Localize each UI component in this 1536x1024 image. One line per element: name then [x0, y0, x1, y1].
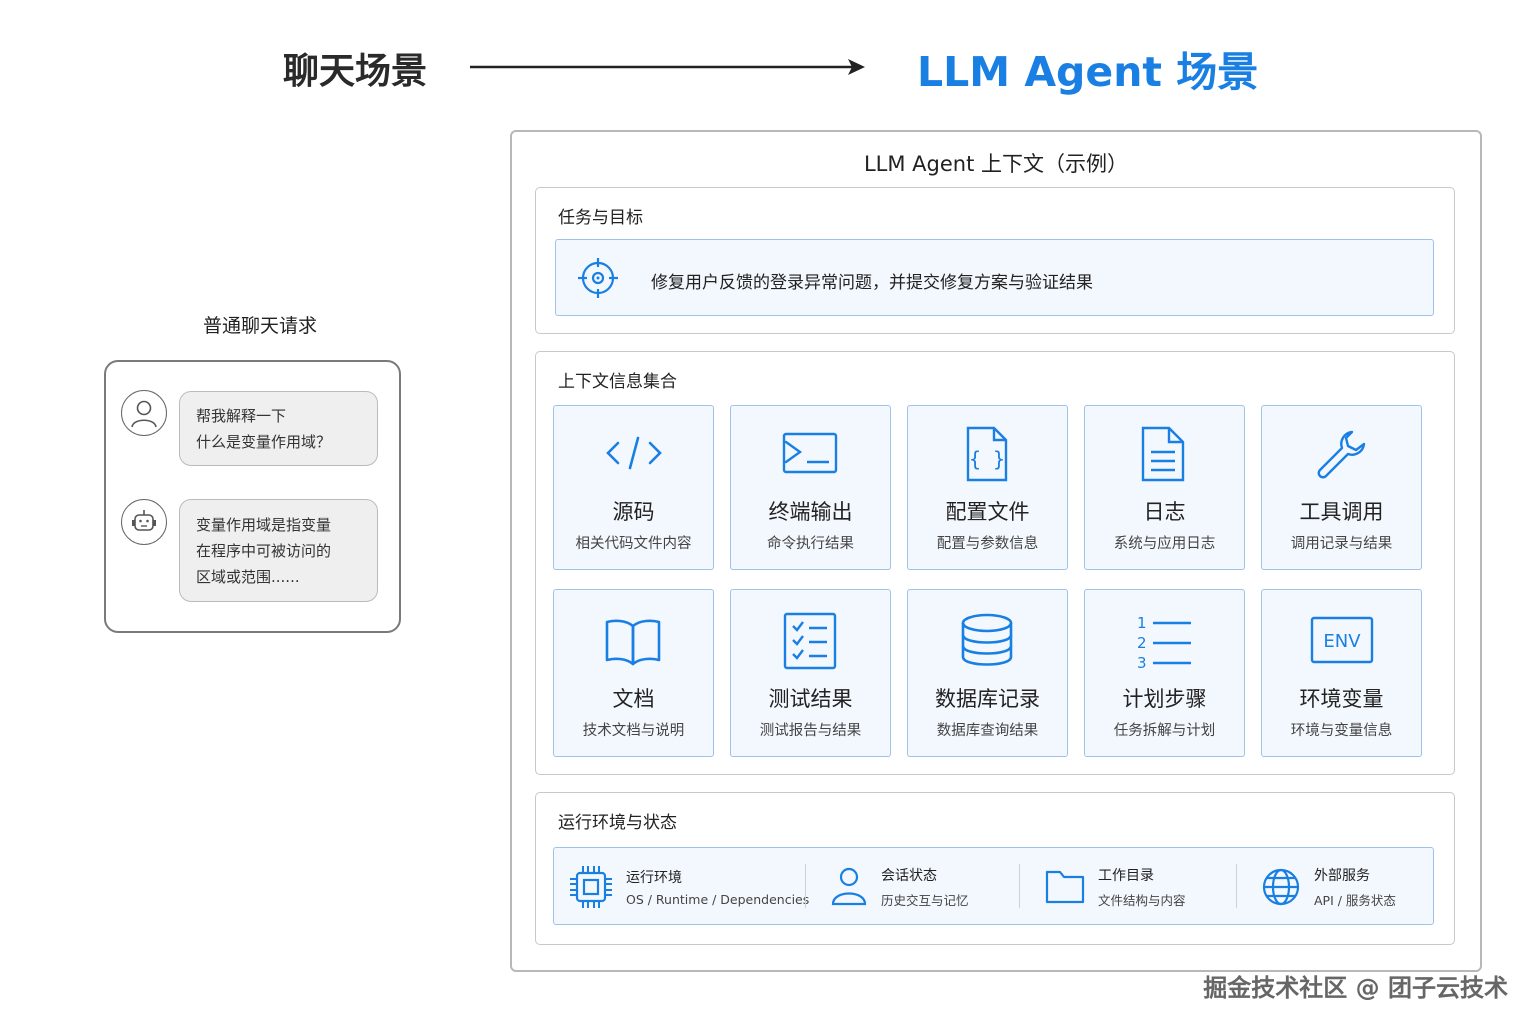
database-icon: [961, 613, 1012, 666]
context-card: 工具调用 调用记录与结果: [1261, 405, 1422, 570]
runtime-item-title: 工作目录: [1098, 867, 1154, 884]
runtime-item-subtitle: API / 服务状态: [1314, 892, 1396, 908]
message-line: 什么是变量作用域？: [196, 433, 332, 451]
checklist-icon: [783, 612, 836, 670]
context-card: 源码 相关代码文件内容: [553, 405, 714, 570]
svg-text:ENV: ENV: [1323, 631, 1361, 652]
log-file-icon: [1141, 426, 1184, 482]
context-section-title: 上下文信息集合: [558, 372, 677, 392]
globe-icon: [1262, 868, 1300, 905]
cpu-icon: [570, 865, 612, 908]
context-card-title: 日志: [1143, 500, 1186, 524]
env-icon: ENV: [1310, 616, 1373, 664]
context-card-title: 测试结果: [768, 687, 853, 711]
chat-scenario-title: 聊天场景: [282, 51, 427, 92]
task-section: 任务与目标 修复用户反馈的登录异常问题，并提交修复方案与验证结果: [535, 187, 1455, 334]
runtime-item-subtitle: 文件结构与内容: [1098, 892, 1186, 908]
runtime-item-title: 外部服务: [1314, 867, 1370, 884]
context-card: 文档 技术文档与说明: [553, 589, 714, 757]
runtime-item-services: 外部服务 API / 服务状态: [1260, 848, 1396, 925]
context-card: { } 配置文件 配置与参数信息: [907, 405, 1068, 570]
context-card-subtitle: 测试报告与结果: [759, 723, 862, 739]
message-line: 帮我解释一下: [196, 407, 287, 425]
context-card-subtitle: 调用记录与结果: [1290, 536, 1393, 552]
runtime-item-subtitle: 历史交互与记忆: [881, 892, 969, 908]
task-section-title: 任务与目标: [558, 208, 643, 228]
watermark: 掘金技术社区 @ 团子云技术: [1203, 974, 1508, 1002]
context-card-subtitle: 命令执行结果: [767, 536, 854, 552]
runtime-item-title: 运行环境: [626, 869, 682, 886]
agent-context-panel: [510, 130, 1482, 972]
robot-icon: [121, 499, 167, 545]
folder-icon: [1045, 870, 1085, 903]
numbered-list-icon: 1 2 3: [1137, 614, 1191, 670]
target-icon: [578, 258, 618, 298]
context-card-subtitle: 技术文档与说明: [582, 723, 685, 739]
context-card-title: 源码: [612, 500, 655, 524]
divider: [1236, 864, 1237, 908]
context-card-title: 终端输出: [768, 500, 853, 524]
svg-text:1: 1: [1137, 614, 1147, 632]
context-card-subtitle: 环境与变量信息: [1290, 723, 1393, 739]
message-line: 区域或范围......: [196, 568, 300, 586]
runtime-item-environment: 运行环境 OS / Runtime / Dependencies: [568, 848, 809, 925]
user-icon: [831, 867, 867, 905]
context-card: 日志 系统与应用日志: [1084, 405, 1245, 570]
context-card-title: 计划步骤: [1122, 687, 1207, 711]
context-card: 终端输出 命令执行结果: [730, 405, 891, 570]
chat-panel: [104, 360, 401, 633]
context-card: 数据库记录 数据库查询结果: [907, 589, 1068, 757]
context-card-subtitle: 任务拆解与计划: [1113, 723, 1216, 739]
runtime-section-title: 运行环境与状态: [558, 813, 677, 833]
divider: [805, 864, 806, 908]
context-card-subtitle: 相关代码文件内容: [575, 536, 692, 552]
svg-text:{ }: { }: [968, 447, 1004, 471]
agent-scenario-title: LLM Agent 场景: [917, 48, 1259, 96]
context-card-subtitle: 配置与参数信息: [936, 536, 1039, 552]
config-file-icon: { }: [966, 426, 1007, 482]
runtime-item-title: 会话状态: [881, 867, 937, 884]
runtime-item-session: 会话状态历史交互与记忆: [829, 848, 969, 925]
context-card-subtitle: 数据库查询结果: [936, 723, 1039, 739]
arrow-icon: [470, 59, 865, 75]
runtime-section: 运行环境与状态 运行环境 OS / Runtime / Dependencies …: [535, 792, 1455, 945]
runtime-item-workdir: 工作目录文件结构与内容: [1044, 848, 1186, 925]
chat-panel-title: 普通聊天请求: [202, 315, 317, 337]
context-card-title: 环境变量: [1299, 687, 1384, 711]
context-card: 1 2 3 计划步骤 任务拆解与计划: [1084, 589, 1245, 757]
task-text: 修复用户反馈的登录异常问题，并提交修复方案与验证结果: [651, 273, 1093, 293]
context-card-subtitle: 系统与应用日志: [1113, 536, 1216, 552]
assistant-message: 变量作用域是指变量 在程序中可被访问的 区域或范围......: [179, 499, 378, 602]
context-card-title: 数据库记录: [935, 687, 1040, 711]
runtime-bar: 运行环境 OS / Runtime / Dependencies 会话状态历史交互…: [553, 847, 1434, 925]
task-box: 修复用户反馈的登录异常问题，并提交修复方案与验证结果: [555, 239, 1434, 316]
svg-text:3: 3: [1137, 654, 1147, 670]
terminal-icon: [782, 432, 837, 474]
book-icon: [605, 619, 660, 666]
runtime-item-subtitle: OS / Runtime / Dependencies: [626, 891, 810, 907]
user-icon: [121, 390, 167, 436]
context-card-title: 配置文件: [945, 500, 1030, 524]
message-line: 在程序中可被访问的: [196, 542, 332, 560]
agent-context-title: LLM Agent 上下文（示例）: [863, 152, 1129, 176]
message-line: 变量作用域是指变量: [196, 516, 332, 534]
svg-text:2: 2: [1137, 634, 1147, 652]
context-card-title: 工具调用: [1299, 500, 1384, 524]
user-message: 帮我解释一下 什么是变量作用域？: [179, 391, 378, 466]
code-icon: [605, 436, 662, 470]
wrench-icon: [1317, 430, 1365, 479]
context-card-title: 文档: [612, 687, 655, 711]
context-card: 测试结果 测试报告与结果: [730, 589, 891, 757]
context-card: ENV 环境变量 环境与变量信息: [1261, 589, 1422, 757]
divider: [1019, 864, 1020, 908]
